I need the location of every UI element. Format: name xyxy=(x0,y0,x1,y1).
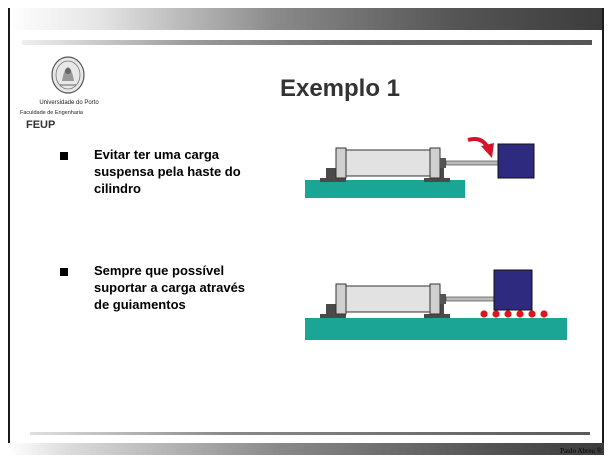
cylinder-end-cap-right xyxy=(429,283,441,315)
guide-roller xyxy=(504,310,512,318)
slide-title: Exemplo 1 xyxy=(279,75,401,102)
feup-logo: Universidade do Porto Faculdade de Engen… xyxy=(20,55,118,150)
footer-credit: Paulo Abreu ® xyxy=(560,447,602,455)
guide-roller xyxy=(540,310,548,318)
deflection-arrowhead-icon xyxy=(481,143,494,158)
guide-roller xyxy=(492,310,500,318)
piston-rod xyxy=(445,160,499,166)
university-seal-icon xyxy=(51,56,85,94)
bullet-item-2-line-1: Sempre que possível xyxy=(94,263,225,278)
bullet-icon xyxy=(60,152,68,160)
cylinder-body xyxy=(345,149,431,177)
frame-right-border xyxy=(602,8,604,455)
cylinder-port xyxy=(440,294,446,304)
base-plate xyxy=(305,180,465,198)
piston-rod xyxy=(445,296,495,302)
top-divider-line xyxy=(22,40,592,45)
bottom-decorative-bar xyxy=(8,443,604,455)
cylinder-body xyxy=(345,285,431,313)
bullet-icon xyxy=(60,268,68,276)
cylinder-end-cap-left xyxy=(335,283,347,315)
logo-university-name: Universidade do Porto xyxy=(39,100,99,106)
logo-faculty-name: Faculdade de Engenharia xyxy=(20,110,83,116)
bullet-item-2: Sempre que possível suportar a carga atr… xyxy=(94,262,294,313)
bullet-item-1-line-2: suspensa pela haste do xyxy=(94,164,241,179)
cylinder-end-cap-left xyxy=(335,147,347,179)
bottom-divider-line xyxy=(30,432,590,435)
cylinder-port xyxy=(440,158,446,168)
guide-roller xyxy=(528,310,536,318)
bullet-item-1-line-3: cilindro xyxy=(94,181,141,196)
suspended-load-block xyxy=(497,143,535,179)
guide-roller xyxy=(516,310,524,318)
diagram-guided-load xyxy=(305,269,567,340)
diagram-suspended-load xyxy=(305,137,535,198)
bullet-item-2-line-3: de guiamentos xyxy=(94,297,186,312)
bullet-item-1-line-1: Evitar ter uma carga xyxy=(94,147,220,162)
bullet-item-1: Evitar ter uma carga suspensa pela haste… xyxy=(94,146,294,197)
cylinder-end-cap-right xyxy=(429,147,441,179)
bullet-item-2-line-2: suportar a carga através xyxy=(94,280,246,295)
guided-load-block xyxy=(493,269,533,311)
guide-roller xyxy=(480,310,488,318)
base-plate xyxy=(305,318,567,340)
top-decorative-bar xyxy=(8,8,604,30)
frame-left-border xyxy=(8,8,10,455)
logo-acronym: FEUP xyxy=(26,119,56,131)
